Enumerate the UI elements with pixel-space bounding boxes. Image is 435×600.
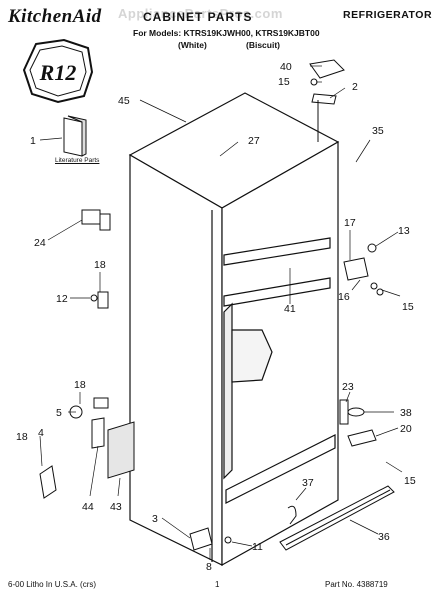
callout-8: 8 xyxy=(206,561,212,573)
callout-20: 20 xyxy=(400,423,412,435)
callout-43: 43 xyxy=(110,501,122,513)
callout-23: 23 xyxy=(342,381,354,393)
leader-lines xyxy=(39,65,403,560)
callout-12: 12 xyxy=(56,293,68,305)
callout-4: 4 xyxy=(38,427,44,439)
callout-44: 44 xyxy=(82,501,94,513)
callout-37: 37 xyxy=(302,477,314,489)
cover-panel-43 xyxy=(91,417,135,479)
callout-41: 41 xyxy=(284,303,296,315)
category-label: REFRIGERATOR xyxy=(343,9,433,21)
callout-45: 45 xyxy=(118,95,130,107)
callout-40: 40 xyxy=(280,61,292,73)
variant-biscuit: (Biscuit) xyxy=(246,40,280,50)
bottom-hinge-3 xyxy=(189,527,232,551)
callout-11: 11 xyxy=(252,541,263,553)
callout-27: 27 xyxy=(248,135,260,147)
callout-35: 35 xyxy=(372,125,384,137)
callout-15-side: 15 xyxy=(402,301,414,313)
footer-part-number: Part No. 4388719 xyxy=(325,580,388,589)
callout-2: 2 xyxy=(352,81,358,93)
callout-17: 17 xyxy=(344,217,356,229)
top-hinge-part xyxy=(309,59,345,142)
variant-white: (White) xyxy=(178,40,207,50)
literature-booklet-icon xyxy=(63,115,87,157)
callout-18-upper: 18 xyxy=(94,259,106,271)
callout-15-top: 15 xyxy=(278,76,290,88)
callout-24: 24 xyxy=(34,237,46,249)
page-title: CABINET PARTS xyxy=(143,10,253,24)
literature-label: Literature Parts xyxy=(55,157,100,164)
clip-37 xyxy=(287,505,297,525)
callout-5: 5 xyxy=(56,407,62,419)
side-bracket-17 xyxy=(343,243,384,296)
footer-page-number: 1 xyxy=(215,580,220,589)
watermark: AppliancePartsPros.com xyxy=(118,6,283,21)
cover-4 xyxy=(39,465,57,499)
models-line: For Models: KTRS19KJWH00, KTRS19KJBT00 xyxy=(133,28,320,38)
hinge-part-24 xyxy=(81,209,111,231)
grille-36 xyxy=(279,485,395,551)
callout-16: 16 xyxy=(338,291,350,303)
callout-36: 36 xyxy=(378,531,390,543)
hinge-part-12 xyxy=(90,291,109,309)
footer-litho: 6-00 Litho In U.S.A. (crs) xyxy=(8,580,97,589)
callout-3: 3 xyxy=(152,513,158,525)
bracket-23 xyxy=(339,399,349,425)
callout-numbers: 45 1 40 15 2 27 35 24 18 12 17 13 41 16 … xyxy=(16,61,416,573)
callout-15-bottom: 15 xyxy=(404,475,416,487)
callout-18-lower: 18 xyxy=(16,431,28,443)
callout-38: 38 xyxy=(400,407,412,419)
brand-logo: KitchenAid xyxy=(8,6,102,27)
bracket-20 xyxy=(347,407,377,447)
cabinet-body xyxy=(128,92,340,567)
callout-18-mid: 18 xyxy=(74,379,86,391)
r12-badge: R12 xyxy=(22,38,94,104)
badge-text: R12 xyxy=(39,60,77,85)
callout-1: 1 xyxy=(30,135,36,147)
callout-13: 13 xyxy=(398,225,410,237)
left-bracket-5 xyxy=(69,397,109,419)
